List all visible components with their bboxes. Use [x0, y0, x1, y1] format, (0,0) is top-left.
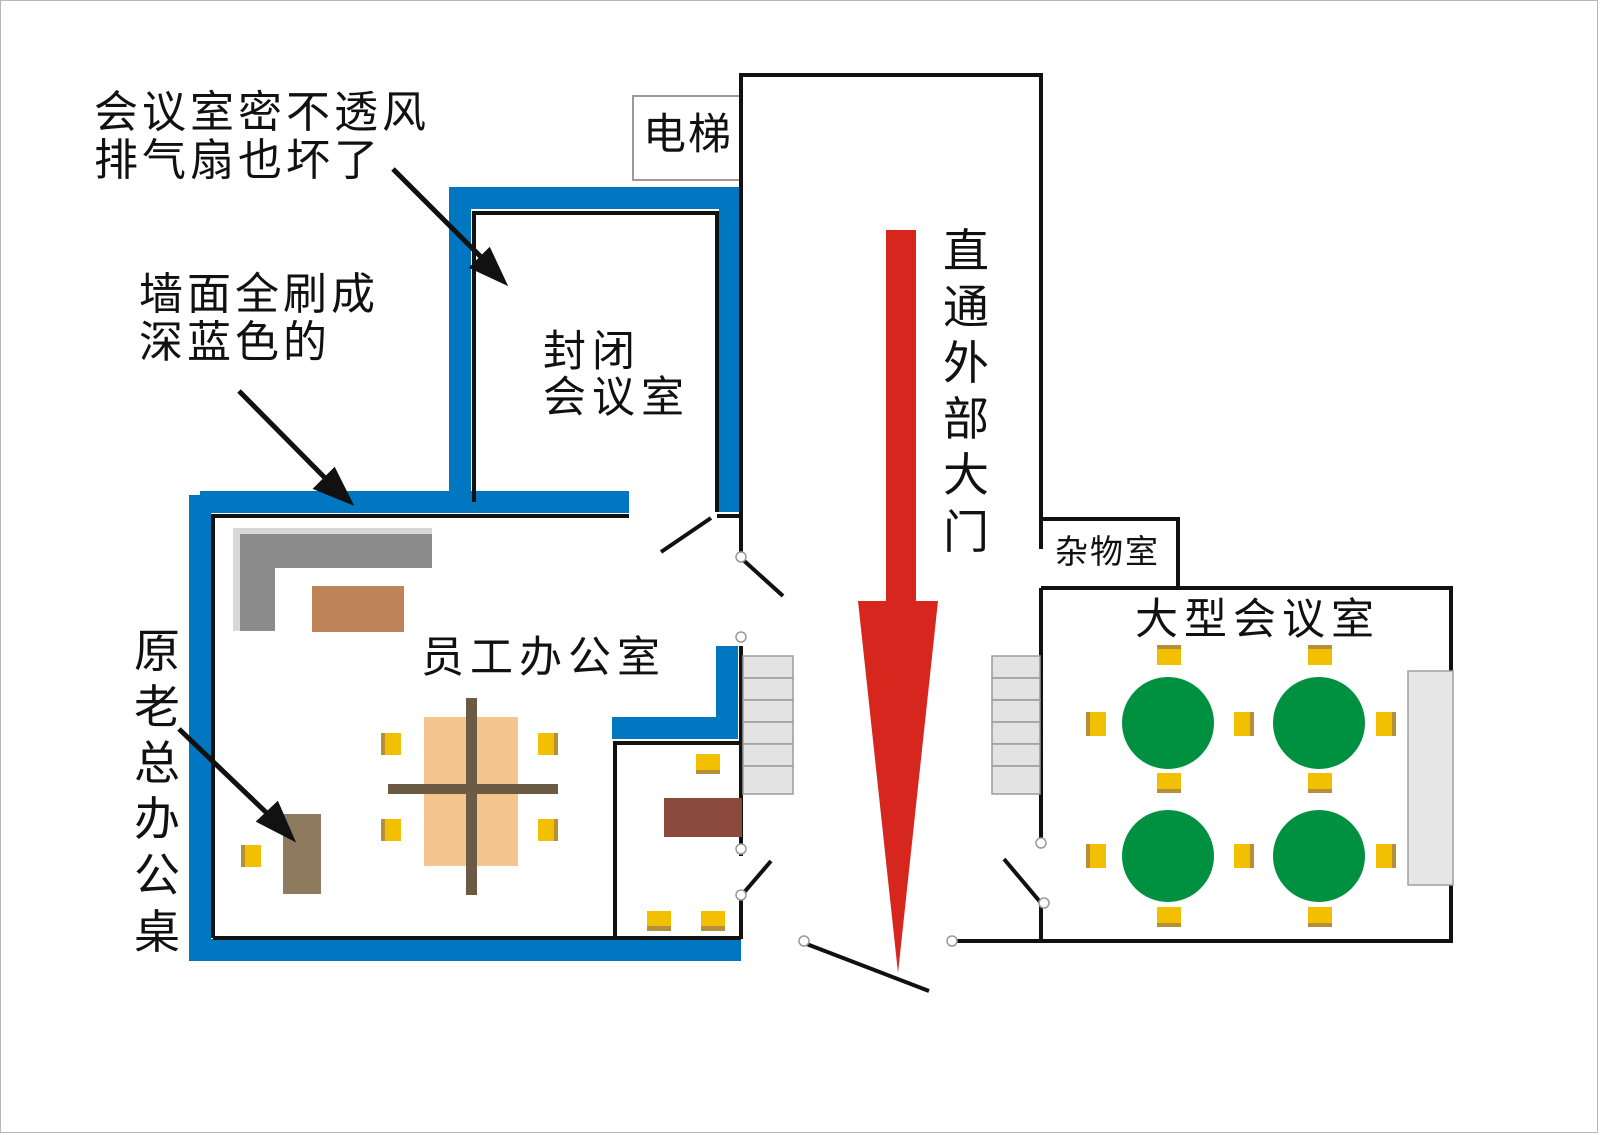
label-elevator: 电梯 — [643, 110, 733, 160]
chair — [701, 911, 725, 931]
stair-step — [742, 743, 794, 767]
hinge — [735, 843, 747, 855]
exit-arrow — [858, 230, 938, 973]
round-table — [1122, 677, 1214, 769]
table-divider-vertical — [466, 698, 477, 895]
hinge — [946, 935, 958, 947]
chair — [1157, 907, 1181, 927]
chair — [1308, 907, 1332, 927]
round-table — [1122, 810, 1214, 902]
chair — [1376, 844, 1396, 868]
chair — [381, 733, 401, 755]
hinge — [1035, 837, 1047, 849]
stair-step — [991, 677, 1041, 701]
stair-step — [742, 677, 794, 701]
stair-step — [742, 655, 794, 679]
door-reception — [739, 859, 773, 898]
stair-step — [742, 765, 794, 795]
annotation-boss-desk: 原老总办公桌 — [134, 624, 180, 959]
chair — [1086, 844, 1106, 868]
label-exit-corridor: 直通外部大门 — [943, 224, 989, 559]
presentation-board — [1407, 670, 1454, 886]
cabinet-l-shape — [233, 528, 432, 631]
chair — [1086, 712, 1106, 736]
chair — [1157, 773, 1181, 793]
chair — [1234, 712, 1254, 736]
chair — [538, 733, 558, 755]
stairs-left — [742, 655, 794, 795]
stair-step — [991, 699, 1041, 723]
elevator-box — [632, 95, 742, 181]
wall-meeting-inner — [472, 211, 719, 512]
chair — [381, 819, 401, 841]
round-table — [1273, 810, 1365, 902]
pointer-desk-line — [177, 727, 275, 821]
blue-wall-meeting-room — [449, 187, 741, 512]
round-table — [1273, 677, 1365, 769]
stair-step — [991, 743, 1041, 767]
door-large-room — [1002, 857, 1043, 905]
wall-corridor-left — [739, 73, 1043, 549]
annotation-blue-walls: 墙面全刷成 深蓝色的 — [139, 269, 379, 368]
table-divider-horizontal — [388, 784, 558, 794]
chair — [538, 819, 558, 841]
pointer-meeting-line — [391, 167, 489, 265]
hinge — [798, 935, 810, 947]
pointer-desk-head — [255, 800, 297, 843]
door-meeting — [659, 516, 713, 554]
stair-step — [991, 765, 1041, 795]
chair — [1308, 773, 1332, 793]
stairs-right — [991, 655, 1041, 795]
wall-office-inner — [211, 514, 629, 938]
chair — [647, 911, 671, 931]
pointer-blue-line — [237, 389, 333, 486]
label-large-meeting-room: 大型会议室 — [1135, 595, 1380, 645]
chair — [241, 845, 261, 867]
label-staff-office: 员工办公室 — [421, 633, 666, 683]
door-exit — [803, 941, 930, 993]
chair — [1308, 645, 1332, 665]
stair-step — [991, 655, 1041, 679]
side-table — [312, 586, 404, 632]
hinge — [735, 551, 747, 563]
stair-step — [742, 699, 794, 723]
chair — [696, 754, 720, 774]
door-hinges — [735, 551, 1050, 947]
hinge — [735, 889, 747, 901]
blue-wall-reception — [612, 646, 738, 739]
label-storage-room: 杂物室 — [1055, 532, 1160, 571]
stair-step — [991, 721, 1041, 745]
blue-wall-main — [189, 495, 741, 961]
hinge — [735, 631, 747, 643]
blue-walls — [189, 187, 741, 961]
chair — [1376, 712, 1396, 736]
reception-desk — [664, 798, 742, 837]
wall-storage — [1039, 517, 1180, 588]
wall-reception — [613, 741, 741, 938]
stair-step — [742, 721, 794, 745]
annotation-meeting-room: 会议室密不透风 排气扇也坏了 — [94, 87, 430, 186]
pointer-arrows — [177, 167, 509, 843]
pointer-blue-head — [312, 466, 355, 506]
door-corridor-top — [739, 556, 785, 598]
chairs — [241, 645, 1396, 931]
pointer-meeting-head — [468, 246, 509, 287]
label-closed-meeting-room: 封闭 会议室 — [543, 327, 690, 424]
chair — [1234, 844, 1254, 868]
chair — [1157, 645, 1181, 665]
hinge — [1038, 897, 1050, 909]
